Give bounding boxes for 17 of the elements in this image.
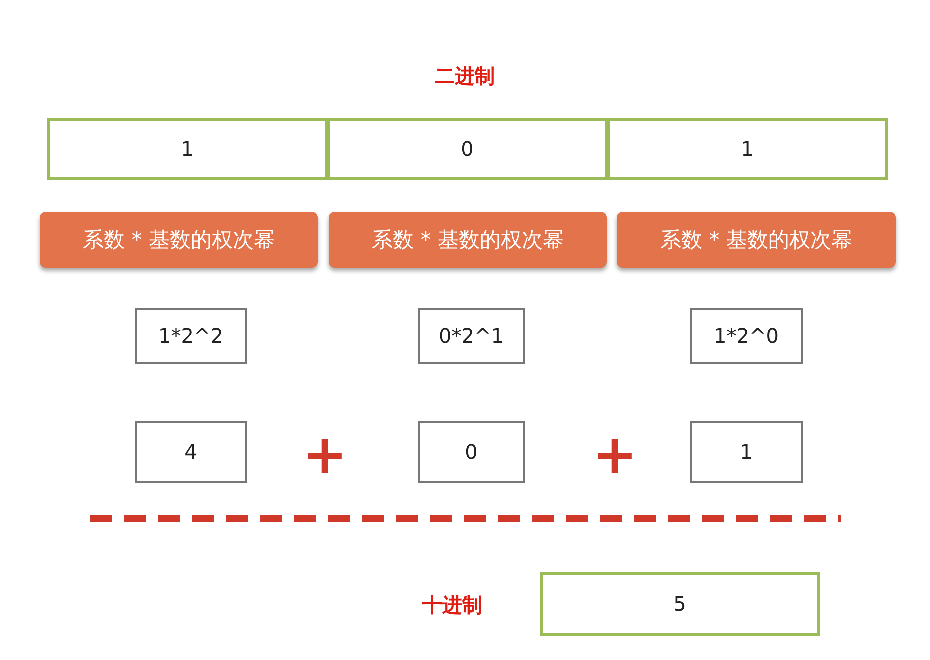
heading: 二进制 [434, 62, 496, 90]
value-box: 1 [690, 421, 803, 483]
formula-banner: 系数 * 基数的权次幂 [617, 212, 896, 268]
result-box: 5 [540, 572, 820, 636]
binary-digit-cell: 1 [47, 118, 328, 180]
term-box: 1*2^2 [135, 308, 247, 364]
formula-banner: 系数 * 基数的权次幂 [40, 212, 318, 268]
binary-digit-cell: 0 [327, 118, 608, 180]
value-box: 4 [135, 421, 247, 483]
value-box: 0 [418, 421, 525, 483]
term-box: 0*2^1 [418, 308, 525, 364]
term-box: 1*2^0 [690, 308, 803, 364]
formula-banner: 系数 * 基数的权次幂 [329, 212, 607, 268]
plus-sign: + [301, 428, 349, 482]
binary-digit-cell: 1 [607, 118, 888, 180]
side-label: 十进制 [422, 592, 484, 618]
plus-sign: + [591, 428, 639, 482]
